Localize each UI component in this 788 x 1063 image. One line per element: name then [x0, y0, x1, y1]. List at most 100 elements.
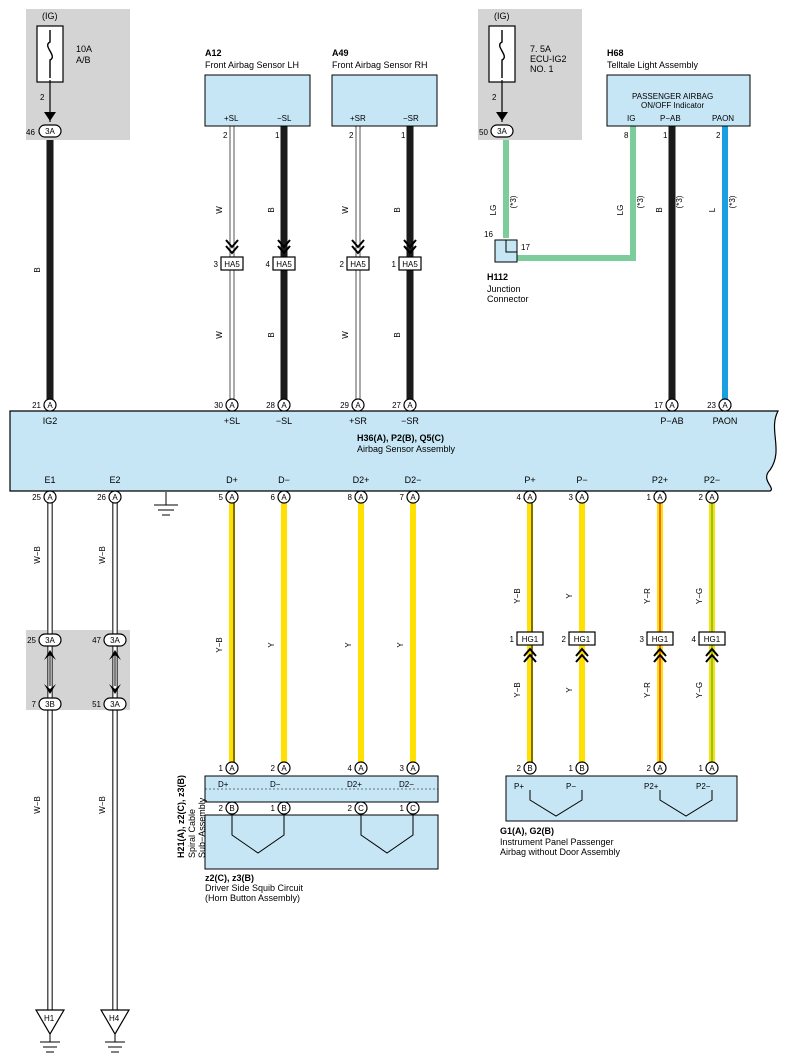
spiral-name1: Spiral Cable: [187, 809, 197, 858]
ha5-connector-1: HA5 4: [266, 239, 296, 271]
hg1-name: HG1: [574, 635, 591, 644]
ground-h1-label: H1: [44, 1014, 55, 1023]
fuse-1-conn-pin: 46: [26, 128, 35, 137]
a12-box: [204, 74, 311, 127]
hg1-name: HG1: [522, 635, 539, 644]
spiral-top-pin-1-conn: A: [281, 764, 287, 773]
wire-note-3: (*3): [728, 195, 737, 208]
spiral-top-pin-3: A3: [400, 761, 420, 775]
sensor-bottom-pin-3-conn: A: [281, 493, 287, 502]
h68-term-1: IG: [627, 114, 635, 123]
spiral-top-pin-1-pin: 2: [271, 764, 276, 773]
sensor-bottom-pin-7-conn: A: [579, 493, 585, 502]
passenger-title: G1(A), G2(B): [500, 826, 554, 836]
passenger-pin-3-conn: A: [709, 764, 715, 773]
sensor-bottom-pin-7-label: P−: [576, 475, 587, 485]
sensor-top-pin-1-pin: 30: [214, 401, 223, 410]
ha5-chevron-icon: [351, 239, 365, 255]
fuse-1-supply: (IG): [42, 11, 58, 21]
wire-color-label-24: Y−G: [695, 588, 704, 604]
spiral-title: H21(A), z2(C), z3(B): [176, 775, 186, 858]
spiral-term-1: D−: [270, 780, 281, 789]
spiral-top-pin-1: A2: [271, 761, 291, 775]
h68-name: Telltale Light Assembly: [607, 60, 699, 70]
wire-color-label-22: Y: [565, 593, 574, 599]
sensor-top-pin-2: A28−SL: [266, 398, 292, 426]
sensor-top-pin-1: A30+SL: [214, 398, 240, 426]
hg1-chevron-icon: [705, 647, 719, 663]
sensor-bottom-pin-0-conn: A: [47, 493, 53, 502]
wire-color-label-15: W−B: [33, 796, 42, 814]
ha5-chevron-icon: [277, 239, 291, 255]
wire-color-label-8: B: [393, 332, 402, 337]
spiral-bottom-pin-3-conn: C: [410, 804, 416, 813]
spiral-top-pin-0-conn: A: [229, 764, 235, 773]
wire-color-label-13: W−B: [33, 546, 42, 564]
spiral-bottom-pin-2-pin: 2: [348, 804, 353, 813]
spiral-bottom-pin-0: B2: [219, 801, 239, 815]
spiral-bottom-pin-0-conn: B: [229, 804, 234, 813]
junction-arrow-down-icon: [109, 684, 121, 694]
sensor-top-pin-4-pin: 27: [392, 401, 401, 410]
spiral-term-0: D+: [218, 780, 229, 789]
a12-term-1: +SL: [224, 114, 239, 123]
ha5-name: HA5: [224, 260, 240, 269]
passenger-pin-1-conn: B: [579, 764, 584, 773]
passenger-pin-1: B1: [569, 761, 589, 775]
passenger-term-2: P2+: [644, 782, 659, 791]
h68-term-2: P−AB: [660, 114, 681, 123]
hg1-name: HG1: [652, 635, 669, 644]
sensor-bottom-pin-3-pin: 6: [271, 493, 276, 502]
passenger-pin-0-pin: 2: [517, 764, 522, 773]
junction-bottom-0-conn: 3B: [45, 700, 55, 709]
a49-term-1: +SR: [350, 114, 366, 123]
fuse-1-name: A/B: [76, 55, 91, 65]
sensor-bottom-pin-9-conn: A: [709, 493, 715, 502]
wire-color-label-25: Y−B: [513, 682, 522, 697]
sensor-bottom-pin-5-pin: 7: [400, 493, 405, 502]
sensor-bottom-pin-5-label: D2−: [405, 475, 422, 485]
sensor-bottom-pin-2-label: D+: [226, 475, 238, 485]
junction-top-1-pin: 47: [92, 636, 101, 645]
ha5-name: HA5: [276, 260, 292, 269]
sensor-bottom-pin-6-conn: A: [527, 493, 533, 502]
sensor-top-pin-6-label: PAON: [713, 416, 738, 426]
a49-name: Front Airbag Sensor RH: [332, 60, 428, 70]
junction-top-0-pin: 25: [27, 636, 36, 645]
passenger-term-0: P+: [514, 782, 524, 791]
sensor-bottom-pin-4-label: D2+: [353, 475, 370, 485]
spiral-top-pin-3-pin: 3: [400, 764, 405, 773]
h68-pin-1: 8: [624, 131, 629, 140]
sensor-bottom-pin-6: A4P+: [517, 475, 537, 504]
sensor-bottom-pin-9-label: P2−: [704, 475, 720, 485]
h112-code: H112: [487, 272, 508, 282]
sensor-top-pin-3-pin: 29: [340, 401, 349, 410]
h112-name1: Junction: [487, 284, 521, 294]
hg1-pin: 3: [640, 635, 645, 644]
fuse-2-connector: 3A: [490, 124, 514, 138]
passenger-airbag-box: [505, 775, 738, 822]
spiral-top-pin-0-pin: 1: [219, 764, 224, 773]
squib-name1: Driver Side Squib Circuit: [205, 883, 304, 893]
sensor-bottom-pin-1-conn: A: [112, 493, 118, 502]
h112-name2: Connector: [487, 294, 529, 304]
ha5-pin: 4: [266, 260, 271, 269]
wire-color-label-19: Y: [344, 642, 353, 648]
wire-color-label-6: B: [267, 332, 276, 337]
passenger-name2: Airbag without Door Assembly: [500, 847, 621, 857]
a12-term-2: −SL: [277, 114, 292, 123]
sensor-bottom-pin-7: A3P−: [569, 475, 589, 504]
ground-h4-label: H4: [109, 1014, 120, 1023]
airbag-sensor-box: [9, 410, 779, 492]
squib-resistor-1: [231, 815, 285, 854]
junction-bottom-0: 3B7: [32, 697, 62, 711]
spiral-bottom-pin-3: C1: [400, 801, 420, 815]
